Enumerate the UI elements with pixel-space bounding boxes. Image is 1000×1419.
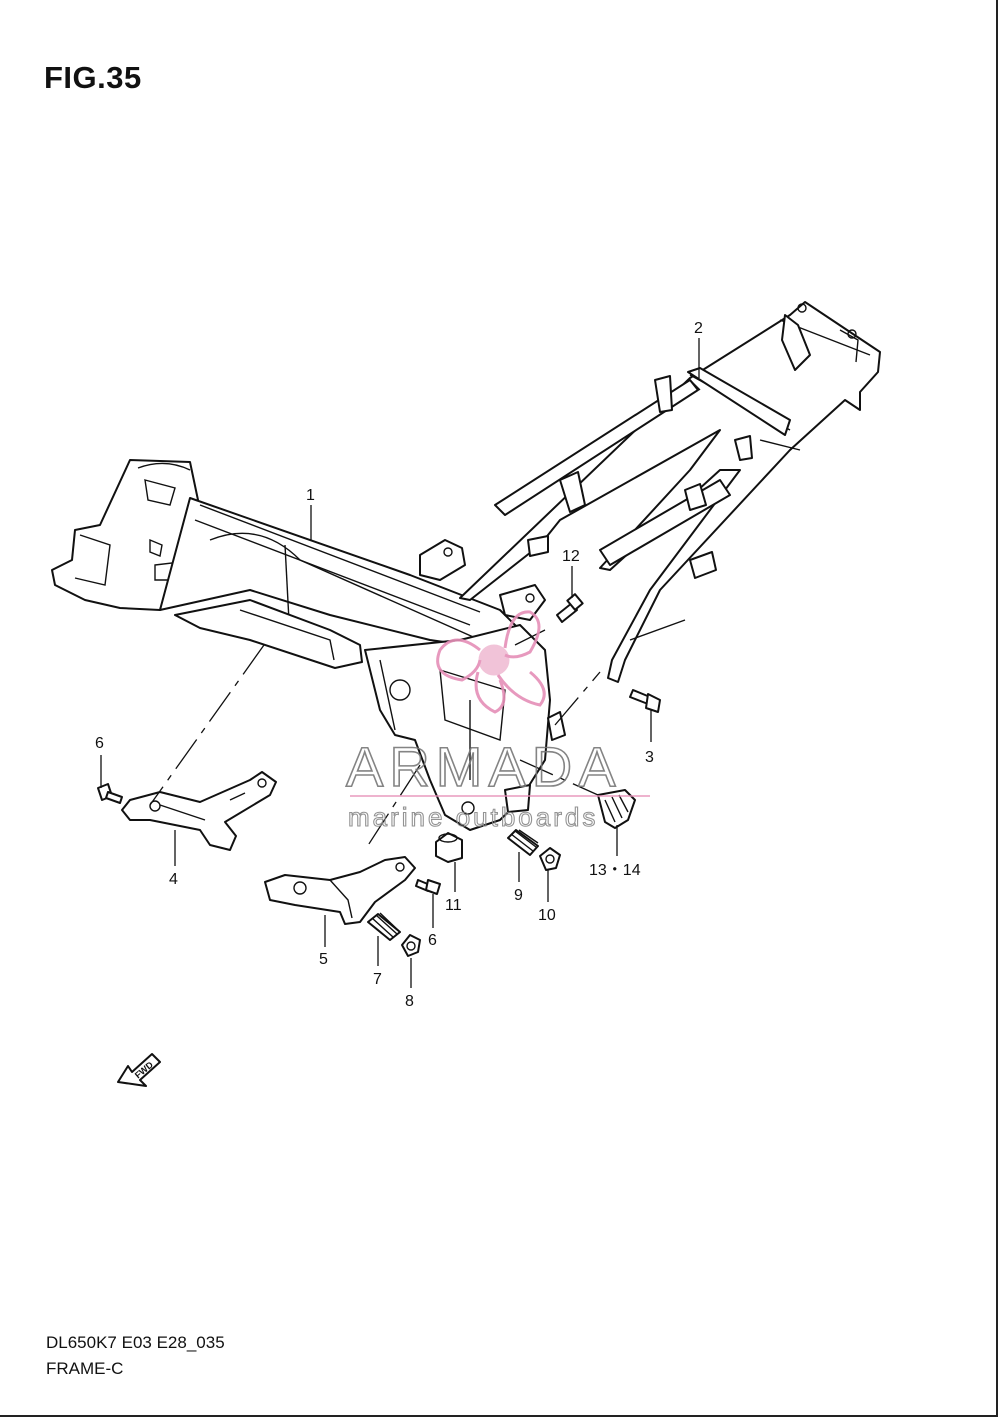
bolt-3-part[interactable] [629,689,661,713]
callout-8: 8 [405,993,414,1010]
assembly-line-5 [364,764,421,851]
bolt-6b-part[interactable] [415,879,441,895]
assembly-name: FRAME-C [46,1359,124,1378]
spring-9-part[interactable] [507,829,539,856]
nut-10-part[interactable] [539,847,561,871]
leader-lines [100,338,700,988]
figure-title: FIG.35 [44,60,142,95]
watermark-brand: ARMADA [346,735,622,798]
rear-subframe-part[interactable] [459,301,881,683]
pad-13-14-part[interactable] [597,789,636,829]
bolt-12-part[interactable] [556,593,584,623]
watermark-tagline: marine outboards [348,802,598,832]
assembly-line-4 [149,644,265,806]
watermark: ARMADA marine outboards [345,610,650,833]
callout-6b: 6 [428,932,437,949]
callout-5: 5 [319,951,328,968]
callout-4: 4 [169,871,178,888]
callout-12: 12 [562,548,580,565]
assembly-line-12 [514,629,546,646]
callout-7: 7 [373,971,382,988]
footrest-bracket-4-part[interactable] [121,771,277,851]
assembly-line-13 [519,759,599,796]
callout-9: 9 [514,887,523,904]
main-frame-part[interactable] [51,459,566,831]
propeller-logo-icon [436,610,546,714]
nut-8-part[interactable] [401,934,421,957]
model-code: DL650K7 E03 E28_035 [46,1333,225,1352]
callout-1: 1 [306,487,315,504]
callout-2: 2 [694,320,703,337]
footrest-bracket-5-part[interactable] [264,856,416,925]
callout-3: 3 [645,749,654,766]
spring-7-part[interactable] [367,912,401,941]
fwd-arrow-icon: FWD [117,1053,161,1087]
callout-6a: 6 [95,735,104,752]
collar-11-part[interactable] [435,832,463,863]
callout-10: 10 [538,907,556,924]
callout-11: 11 [445,897,462,914]
callout-13-14: 13・14 [589,862,641,879]
assembly-line-3 [554,671,601,726]
